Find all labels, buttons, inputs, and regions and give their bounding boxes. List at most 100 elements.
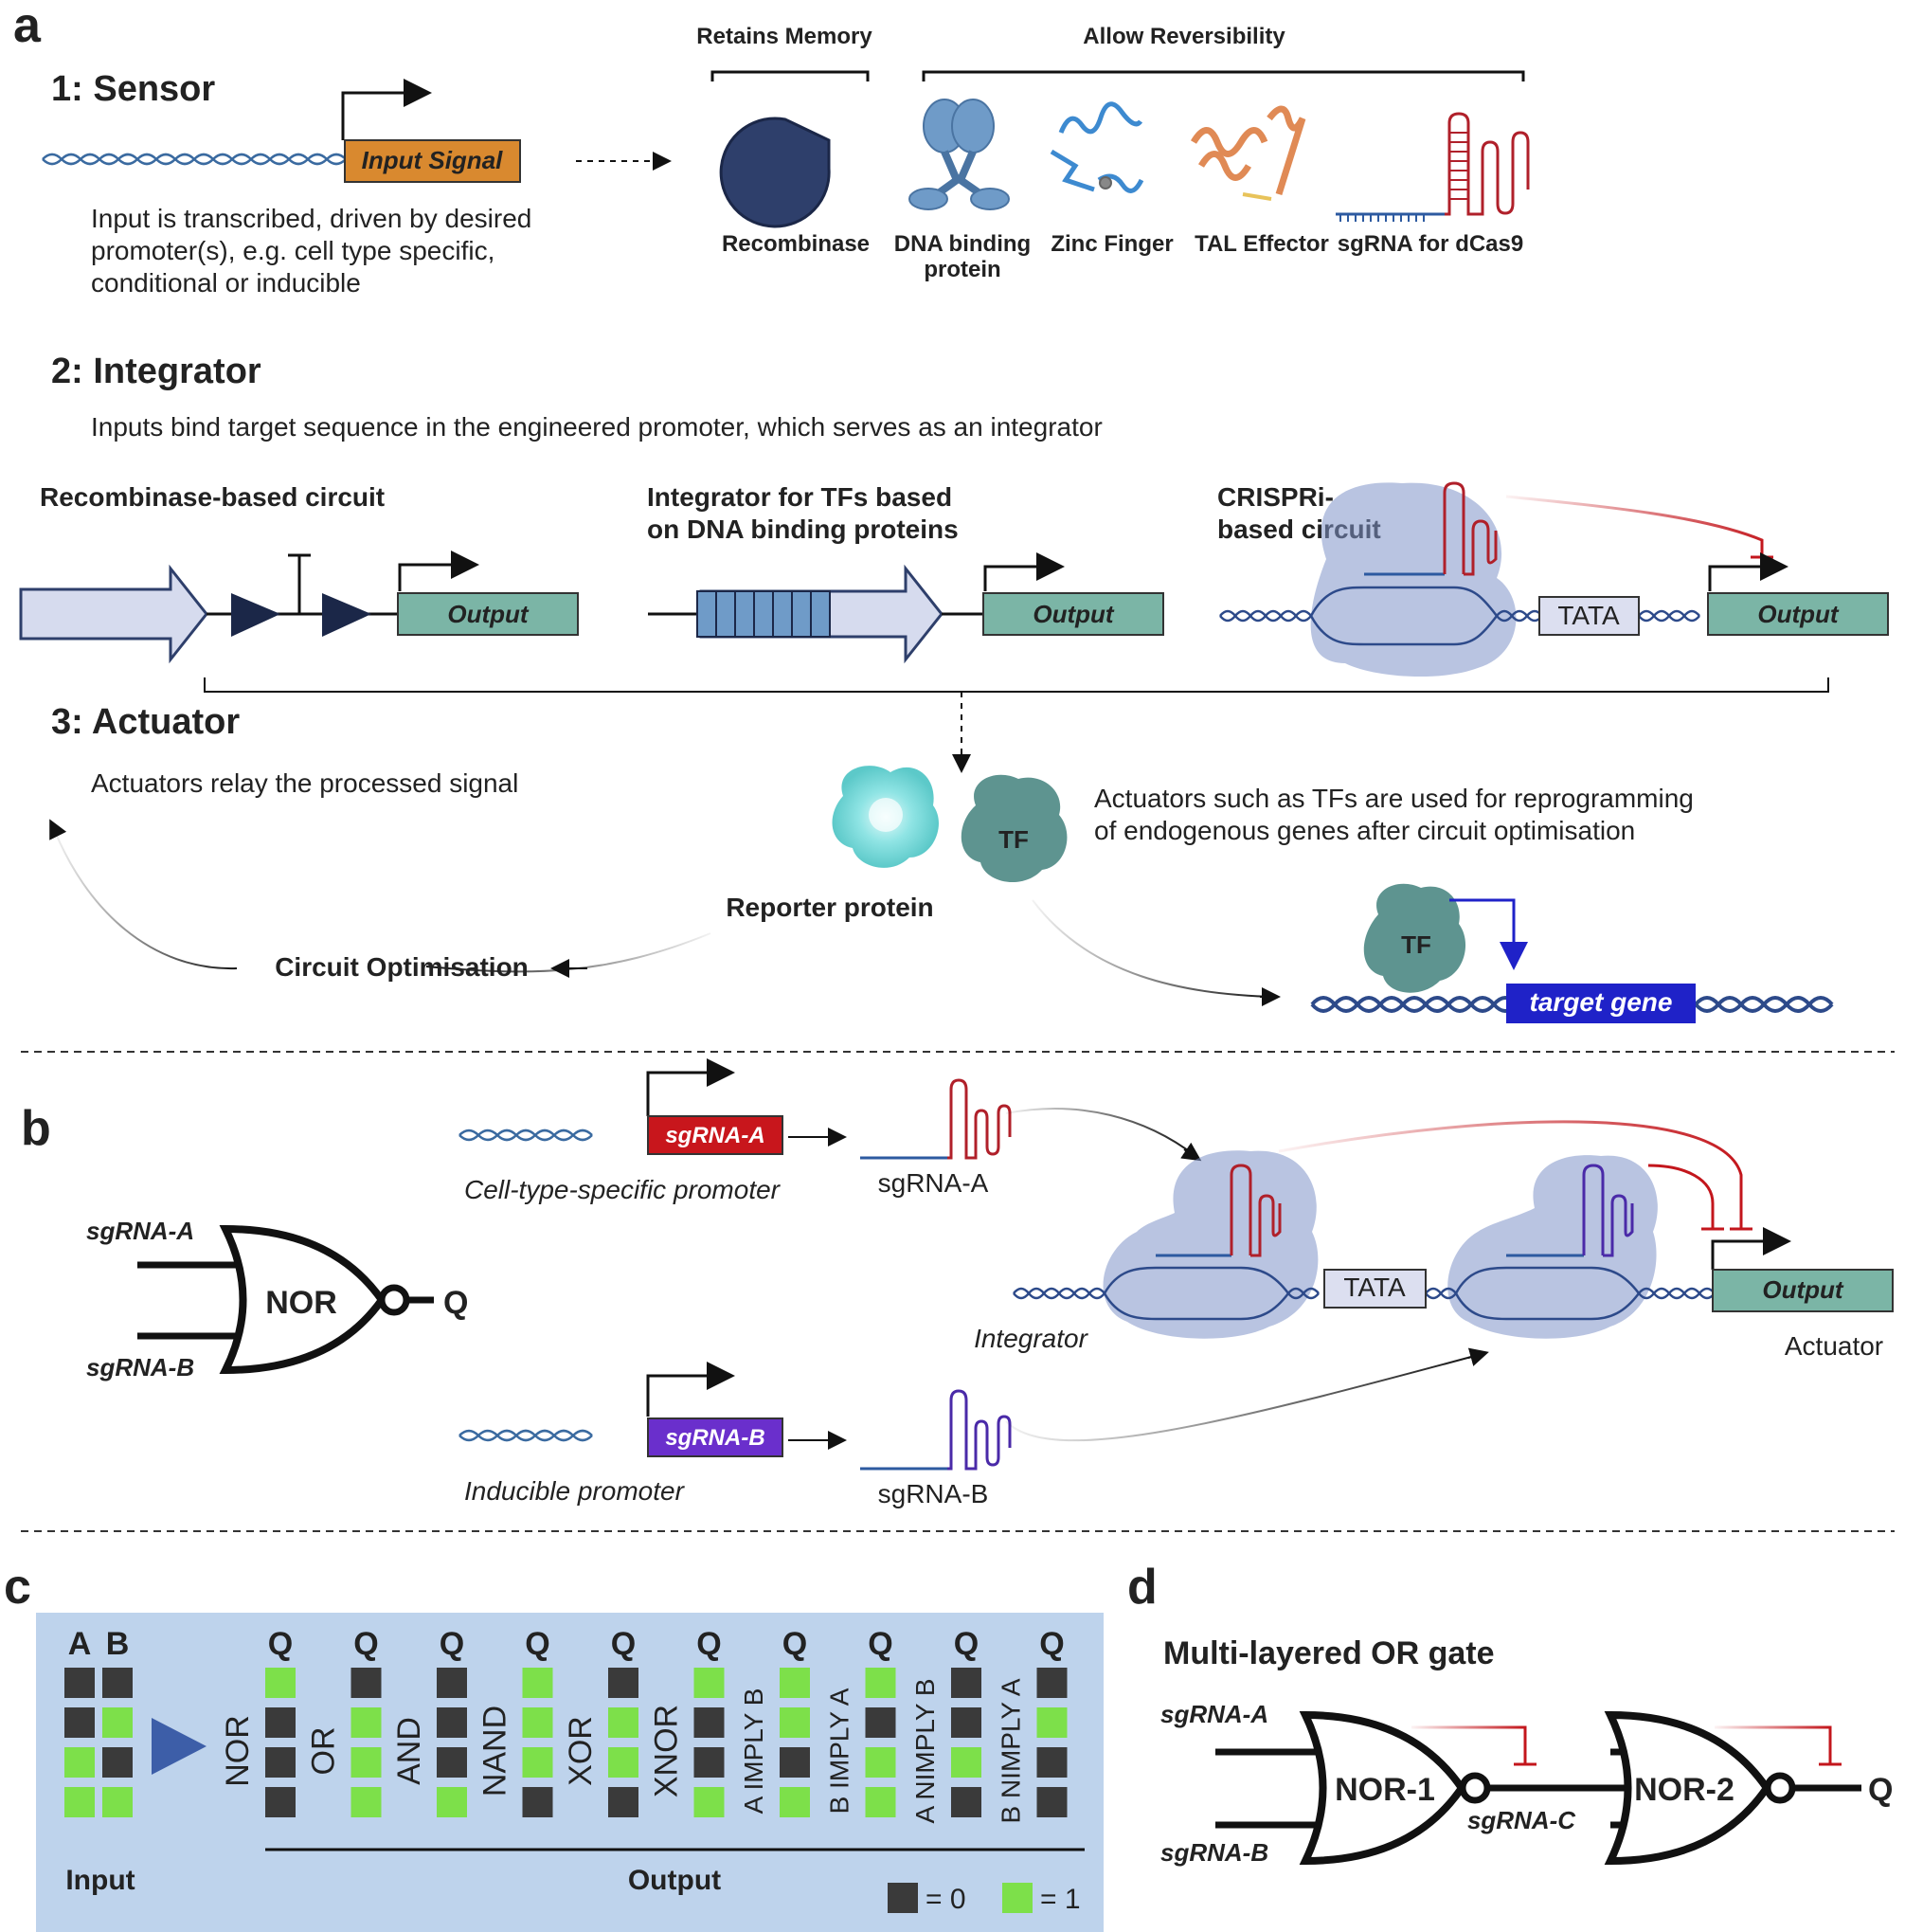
gate-output-cell [951, 1707, 981, 1738]
gate-output-cell [522, 1668, 553, 1698]
gate-name-a-nimply-b: A NIMPLY B [910, 1678, 940, 1823]
input-cell [102, 1787, 133, 1817]
gate-output-cell [865, 1707, 896, 1738]
gate-output-cell [951, 1668, 981, 1698]
input-cell [64, 1668, 95, 1698]
gate-output-cell [693, 1707, 725, 1738]
gate-name-and: AND [391, 1717, 427, 1785]
gate-output-cell [437, 1787, 467, 1817]
gate-output-cell [608, 1668, 638, 1698]
gate-output-cell [693, 1668, 725, 1698]
legend-zero-label: = 0 [926, 1884, 966, 1915]
gate-output-cell [608, 1747, 638, 1778]
lox-site-1 [231, 593, 280, 637]
sensor-desc-3: conditional or inducible [91, 268, 361, 298]
integrator-output-label: Output [1762, 1275, 1844, 1304]
crispri-output-promoter [1708, 552, 1788, 591]
integrator-repression-a [1278, 1120, 1743, 1229]
sensor-dna [42, 153, 347, 166]
gate-output-cell [780, 1668, 810, 1698]
gate-q-header: Q [868, 1626, 892, 1662]
gate-output-cell [951, 1747, 981, 1778]
gate-output-cell [437, 1707, 467, 1738]
input-header-b: B [106, 1626, 130, 1662]
sgrna-a-box-label: sgRNA-A [665, 1123, 764, 1148]
crispri-repression-bar [1751, 540, 1773, 559]
output-label: Output [628, 1865, 721, 1896]
gate-output-cell [1036, 1668, 1068, 1698]
gate-q-header: Q [268, 1626, 293, 1662]
sgrna-a-dna [458, 1129, 593, 1142]
integrator-dcas9-2 [1447, 1155, 1658, 1339]
tf-protein-label: TF [998, 825, 1029, 854]
integrator-desc: Inputs bind target sequence in the engin… [91, 412, 1103, 442]
panel-c-letter: c [4, 1560, 31, 1615]
gate-output-cell [780, 1707, 810, 1738]
gate-name-or: OR [306, 1727, 342, 1776]
nor-1-label: NOR-1 [1335, 1772, 1435, 1808]
gate-name-b-nimply-a: B NIMPLY A [997, 1678, 1026, 1823]
gate-output-cell [1036, 1707, 1068, 1738]
crispri-tata-box [1538, 596, 1640, 636]
input-cell [64, 1707, 95, 1738]
gate-input-b-label: sgRNA-B [86, 1353, 194, 1381]
recombinase-output-box [397, 592, 579, 636]
optimisation-loop-head [49, 819, 67, 840]
input-header-a: A [68, 1626, 92, 1662]
sgrna-a-icon [860, 1078, 1012, 1160]
integrator-dna [1013, 1266, 1716, 1321]
integrator-tata-label: TATA [1343, 1273, 1406, 1302]
terminator-icon [288, 553, 311, 614]
sgrna-b-arrow-head [1467, 1347, 1489, 1366]
gate-q-header: Q [353, 1626, 378, 1662]
nor-1-repression [1411, 1725, 1527, 1764]
gate-output-cell [350, 1747, 382, 1778]
legend-zero-swatch [888, 1883, 918, 1913]
tf-output-box [982, 592, 1164, 636]
integrator-tata-box [1323, 1269, 1427, 1309]
recombinase-output-promoter [398, 551, 479, 591]
tal-effector-icon [1190, 105, 1306, 201]
integrator-bracket [204, 677, 1829, 693]
gate-q-header: Q [440, 1626, 464, 1662]
actuator-label: Actuator [1785, 1331, 1883, 1361]
integrator-title: 2: Integrator [51, 352, 261, 391]
gate-output-cell [437, 1668, 467, 1698]
target-gene-dna [1310, 996, 1834, 1013]
sgrna-b-box [647, 1417, 783, 1457]
gate-output-cell [865, 1787, 896, 1817]
cell-type-promoter-label: Cell-type-specific promoter [464, 1175, 782, 1204]
reporter-protein-icon [832, 766, 939, 868]
gate-output-cell [1036, 1747, 1068, 1778]
retains-memory-bracket [710, 70, 870, 81]
allow-reversibility-label: Allow Reversibility [1083, 24, 1285, 49]
gate-output-cell [1036, 1787, 1068, 1817]
gate-output-cell [350, 1787, 382, 1817]
tf-integrator-label-2: on DNA binding proteins [647, 515, 959, 544]
gate-name-a-imply-b: A IMPLY B [739, 1688, 768, 1815]
gate-output-cell [265, 1707, 296, 1738]
input-cell [64, 1747, 95, 1778]
crispri-sgrna-hairpin [1443, 481, 1498, 576]
nor-2-repression [1714, 1725, 1832, 1764]
sgrna-b-label: sgRNA-B [878, 1479, 989, 1508]
sensor-title: 1: Sensor [51, 69, 215, 109]
sgrna-dcas9-icon [1336, 112, 1530, 222]
integrator-output-box [1712, 1269, 1894, 1312]
input-label: Input [65, 1865, 135, 1896]
nor-2-label: NOR-2 [1634, 1772, 1734, 1808]
crispri-dcas9-blob [1310, 482, 1517, 677]
gate-output-cell [951, 1787, 981, 1817]
gate-output-cell [265, 1787, 296, 1817]
sgrna-b-promoter [646, 1362, 735, 1417]
tf-to-target-arrow [1032, 899, 1278, 998]
integrator-output-promoter [1711, 1227, 1791, 1270]
lox-site-2 [322, 593, 371, 637]
tf-output-promoter [983, 552, 1065, 591]
sensor-promoter-arrow [341, 79, 432, 140]
integrator-sgrna-b-hairpin [1582, 1164, 1634, 1257]
gate-output-cell [265, 1668, 296, 1698]
sgrna-a-arrow-head [1180, 1142, 1202, 1162]
legend-one-label: = 1 [1040, 1884, 1081, 1915]
